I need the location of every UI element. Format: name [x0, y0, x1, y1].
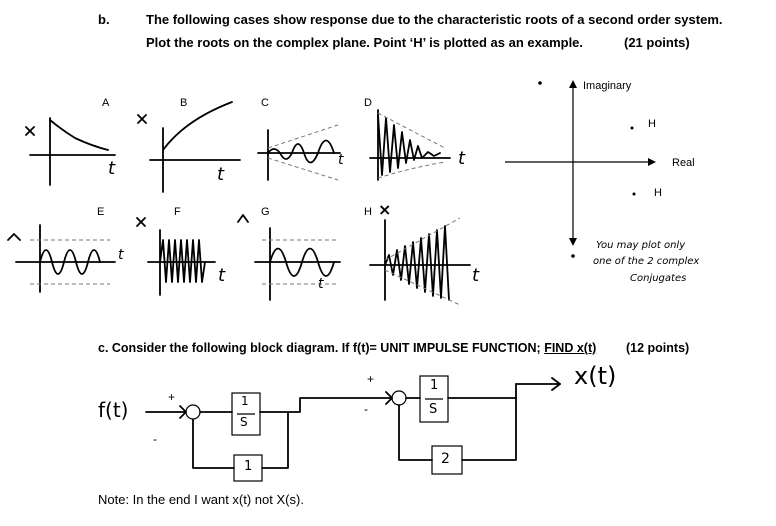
part-b-line1: The following cases show response due to… [146, 12, 723, 27]
sketch-b [137, 101, 241, 193]
t-label-h: t [472, 265, 480, 286]
block1-den: S [240, 415, 248, 429]
label-d: D [364, 97, 372, 109]
imaginary-label: Imaginary [583, 80, 632, 92]
sketch-d [369, 109, 451, 181]
sum1-plus: + [168, 390, 176, 404]
feedback2-gain: 2 [441, 451, 450, 467]
block2-num: 1 [430, 378, 439, 393]
hand-note-2: one of the 2 complex [593, 256, 700, 267]
t-label-b: t [217, 164, 225, 185]
sketch-g [237, 214, 341, 301]
label-c: C [261, 97, 269, 109]
feedback1-gain: 1 [244, 459, 253, 474]
sketch-a [25, 117, 116, 186]
t-label-g: t [318, 276, 324, 292]
part-c-find: FIND x(t) [544, 341, 597, 355]
label-e: E [97, 206, 105, 218]
label-g: G [261, 206, 270, 218]
block-diagram-lines [145, 375, 561, 482]
real-label: Real [672, 157, 695, 169]
part-c-line: c. Consider the following block diagram.… [98, 341, 596, 355]
point-h-lower: H [654, 187, 662, 199]
part-b-points: (21 points) [624, 35, 690, 50]
block2-den: S [429, 402, 438, 417]
label-h: H [364, 206, 372, 218]
t-label-c: t [338, 152, 344, 168]
sum2-minus: - [364, 402, 368, 416]
label-a: A [102, 97, 110, 109]
part-c-points: (12 points) [626, 341, 690, 355]
x-mark-h: × [378, 200, 392, 219]
part-b-line2: Plot the roots on the complex plane. Poi… [146, 35, 584, 50]
part-c-prefix: c. Consider the following block diagram.… [98, 341, 545, 355]
point-h-upper: H [648, 118, 656, 130]
t-label-d: t [458, 148, 466, 169]
sketch-h [369, 217, 471, 306]
sketch-e [7, 224, 116, 293]
sum1-minus: - [153, 432, 157, 446]
part-b-label: b. [98, 12, 110, 27]
label-f: F [174, 206, 181, 218]
hand-note-1: You may plot only [596, 240, 686, 251]
sketch-c [257, 124, 341, 181]
output-label: x(t) [574, 362, 617, 390]
t-label-a: t [108, 158, 116, 179]
sum2-plus: + [367, 372, 375, 386]
t-label-e: t [118, 247, 124, 263]
input-label: f(t) [98, 398, 129, 422]
hand-note-3: Conjugates [630, 273, 687, 284]
t-label-f: t [218, 265, 226, 286]
block1-num: 1 [241, 394, 249, 408]
note: Note: In the end I want x(t) not X(s). [98, 492, 304, 507]
complex-plane [505, 80, 656, 258]
sketch-f [136, 217, 216, 296]
label-b: B [180, 97, 188, 109]
